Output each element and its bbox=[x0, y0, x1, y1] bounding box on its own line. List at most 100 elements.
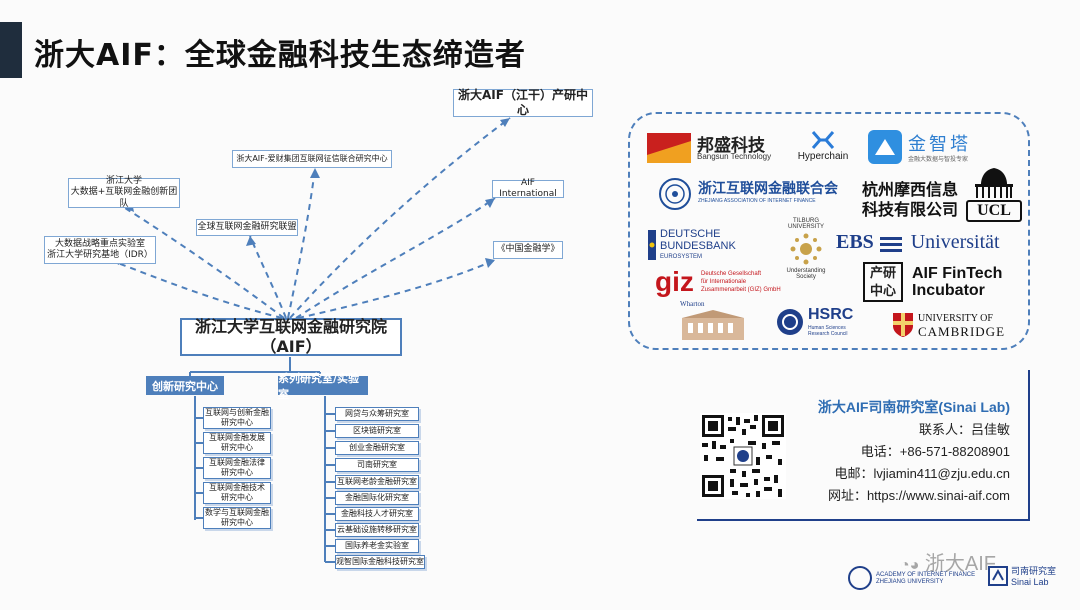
center-item: 互联网与创新金融 研究中心 bbox=[203, 407, 271, 429]
center-item-text: 研究中心 bbox=[221, 418, 253, 427]
ebs-logo: EBS Universität bbox=[836, 231, 1026, 257]
contact-phone: 电话：+86-571-88208901 bbox=[860, 444, 1010, 459]
center-item: 互联网金融技术 研究中心 bbox=[203, 482, 271, 504]
bangsun-mark-icon bbox=[647, 133, 691, 163]
moxi-line2: 科技有限公司 bbox=[862, 202, 959, 219]
satellite-text: 大数据战略重点实验室 bbox=[54, 238, 145, 249]
center-item: 数学与互联网金融 研究中心 bbox=[203, 507, 271, 529]
satellite-text: 大数据+互联网金融创新团队 bbox=[70, 187, 178, 209]
hsrc-logo: HSRC Human Sciences Research Council bbox=[776, 306, 866, 342]
fintech-glyph2: 中心 bbox=[869, 283, 896, 298]
jinzhita-logo: 金智塔 金融大数据与智投专家 bbox=[868, 130, 998, 166]
giz-line1: Deutsche Gesellschaft bbox=[701, 271, 762, 277]
contact-org: 浙大AIF司南研究室(Sinai Lab) bbox=[817, 399, 1010, 415]
lab-item: 网贷与众筹研究室 bbox=[335, 407, 419, 421]
qr-code-icon bbox=[700, 413, 786, 499]
satellite-box-aif-international: AIF International bbox=[492, 178, 564, 199]
contact-card-frame bbox=[697, 370, 1030, 521]
center-item-text: 互联网金融法律 bbox=[209, 458, 265, 468]
wharton-logo: Wharton bbox=[680, 300, 750, 344]
bundesbank-line1: DEUTSCHE bbox=[660, 228, 721, 240]
lab-item: 云基础设施转移研究室 bbox=[335, 523, 419, 537]
center-item-text: 互联网金融发展 bbox=[209, 433, 265, 443]
academy-line1: ACADEMY OF INTERNET FINANCE bbox=[876, 572, 976, 578]
zju-emblem-icon bbox=[848, 566, 872, 590]
slide-title: 浙大AIF：全球金融科技生态缔造者 bbox=[34, 38, 526, 73]
giz-line3: Zusammenarbeit (GIZ) GmbH bbox=[701, 287, 781, 293]
fintech-glyph1: 产研 bbox=[869, 265, 896, 280]
contact-email[interactable]: 电邮：lvjiamin411@zju.edu.cn bbox=[834, 466, 1010, 481]
center-item: 互联网金融发展 研究中心 bbox=[203, 432, 271, 454]
lab-item: 金融科技人才研究室 bbox=[335, 507, 419, 521]
wechat-icon: ◔◕ bbox=[900, 557, 920, 574]
footer-lab-en: Sinai Lab bbox=[1011, 577, 1049, 587]
sinai-lab-footer: 司南研究室 Sinai Lab bbox=[1011, 566, 1056, 588]
hyperchain-mark-icon bbox=[811, 131, 835, 149]
jinzhita-mark-icon bbox=[868, 130, 902, 164]
satellite-box-global-alliance: 全球互联网金融研究联盟 bbox=[196, 219, 298, 236]
center-item-text: 研究中心 bbox=[221, 468, 253, 477]
hsrc-sub: Human Sciences Research Council bbox=[808, 325, 847, 337]
bundesbank-mark-icon bbox=[648, 230, 656, 260]
satellite-box-bigdata-lab: 大数据战略重点实验室 浙江大学研究基地（IDR） bbox=[44, 236, 156, 264]
jinzhita-cn: 金智塔 bbox=[908, 134, 971, 154]
jinzhita-en: 金融大数据与智投专家 bbox=[908, 157, 969, 163]
cambridge-logo: UNIVERSITY OF CAMBRIDGE bbox=[892, 312, 1022, 342]
giz-short: giz bbox=[655, 266, 694, 297]
cambridge-crest-icon bbox=[893, 313, 913, 337]
contact-website[interactable]: 网址：https://www.sinai-aif.com bbox=[827, 488, 1010, 503]
ebs-word: Universität bbox=[910, 231, 1000, 253]
footer-lab-cn: 司南研究室 bbox=[1011, 566, 1057, 576]
lab-item: 国际养老金实验室 bbox=[335, 539, 419, 553]
sinai-lab-mark-icon bbox=[988, 566, 1008, 586]
qr-code bbox=[700, 413, 786, 499]
ucl-name: UCL bbox=[966, 200, 1022, 222]
giz-line2: für Internationale bbox=[701, 279, 747, 285]
tilburg-line1: TILBURG bbox=[792, 218, 819, 224]
watermark-text: 浙大AIF bbox=[924, 553, 997, 575]
satellite-box-bigdata-team: 浙江大学 大数据+互联网金融创新团队 bbox=[68, 176, 180, 209]
center-institute-box: 浙江大学互联网金融研究院（AIF） bbox=[180, 317, 402, 356]
bundesbank-line3: EUROSYSTEM bbox=[660, 254, 703, 260]
lab-item: 观智国际金融科技研究室 bbox=[335, 555, 425, 569]
bangsun-cn: 邦盛科技 bbox=[697, 136, 765, 155]
giz-description: Deutsche Gesellschaft für Internationale… bbox=[701, 270, 781, 294]
satellite-box-credit-center: 浙大AIF-爱财集团互联网征信联合研究中心 bbox=[232, 150, 392, 168]
ebs-name: EBS bbox=[836, 231, 874, 253]
cambridge-line1: UNIVERSITY OF bbox=[918, 313, 993, 324]
wharton-building-icon bbox=[682, 310, 744, 340]
zaif-logo: 浙江互联网金融联合会 ZHEJIANG ASSOCIATION OF INTER… bbox=[658, 175, 853, 215]
bundesbank-logo: DEUTSCHE BUNDESBANK EUROSYSTEM bbox=[648, 226, 740, 266]
center-item-text: 互联网金融技术 bbox=[209, 483, 265, 493]
center-item-text: 互联网与创新金融 bbox=[205, 408, 269, 418]
contact-person: 联系人：吕佳敏 bbox=[918, 422, 1010, 437]
lab-item: 创业金融研究室 bbox=[335, 441, 419, 455]
hsrc-sub1: Human Sciences bbox=[808, 325, 846, 331]
ucl-building-icon bbox=[975, 168, 1013, 198]
tilburg-line2: UNIVERSITY bbox=[787, 224, 824, 230]
center-item-text: 研究中心 bbox=[221, 443, 253, 452]
lab-item: 金融国际化研究室 bbox=[335, 491, 419, 505]
category-research-labs: 系列研究室/实验室 bbox=[278, 372, 368, 401]
bangsun-en: Bangsun Technology bbox=[697, 152, 772, 161]
moxi-line1: 杭州摩西信息 bbox=[862, 182, 959, 199]
cambridge-line2: CAMBRIDGE bbox=[918, 324, 1006, 339]
fintech-line1: AIF FinTech bbox=[912, 265, 1003, 282]
fintech-incubator-logo: AIF FinTech Incubator bbox=[912, 265, 1022, 301]
hsrc-name: HSRC bbox=[808, 306, 854, 323]
tilburg-tag2: Society bbox=[796, 274, 816, 280]
fintech-incubator-mark: 产研 中心 bbox=[863, 262, 903, 302]
center-item-text: 研究中心 bbox=[221, 518, 253, 527]
fintech-line2: Incubator bbox=[912, 282, 985, 299]
center-item: 互联网金融法律 研究中心 bbox=[203, 457, 271, 479]
satellite-text: 浙江大学 bbox=[105, 176, 142, 187]
bundesbank-line2: BUNDESBANK bbox=[660, 240, 736, 252]
ucl-logo: UCL bbox=[966, 166, 1022, 222]
zaif-seal-icon bbox=[659, 178, 691, 210]
ebs-bars-icon bbox=[880, 236, 903, 252]
giz-logo: giz Deutsche Gesellschaft für Internatio… bbox=[655, 266, 785, 302]
hyperchain-logo: Hyperchain bbox=[790, 129, 856, 167]
moxi-logo: 杭州摩西信息 科技有限公司 bbox=[862, 181, 962, 221]
tilburg-emblem-icon bbox=[790, 233, 822, 265]
lab-item: 区块链研究室 bbox=[335, 424, 419, 438]
